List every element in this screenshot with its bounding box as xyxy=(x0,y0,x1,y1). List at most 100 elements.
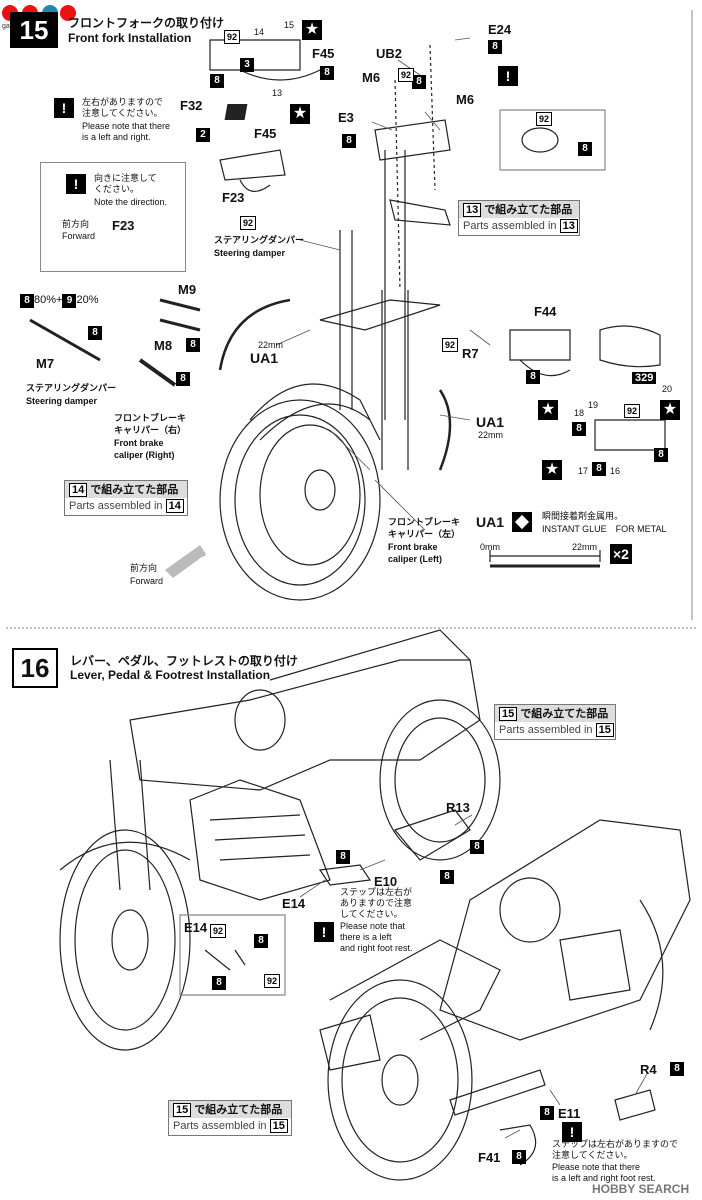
assembled-14-jp: で組み立てた部品 xyxy=(90,483,179,496)
code-329: 329 xyxy=(632,372,657,384)
drop-icon: ! xyxy=(314,922,334,942)
scale-22mm: 22mm xyxy=(572,542,598,552)
code-20: 20 xyxy=(662,384,673,394)
code-92: 92 xyxy=(624,404,640,418)
part-F45-top: F45 xyxy=(312,46,335,61)
forward2-en: Forward xyxy=(130,576,164,586)
brake-right-en1: Front brake xyxy=(114,438,164,448)
watermark-hobbysearch: HOBBY SEARCH xyxy=(592,1182,690,1196)
part-F32-shape xyxy=(224,104,248,120)
code-8: 8 xyxy=(320,66,334,80)
brake-left-en2: caliper (Left) xyxy=(388,554,443,564)
assembled-13-en: Parts assembled in xyxy=(463,220,557,232)
code-8: 8 xyxy=(254,934,268,948)
code-14: 14 xyxy=(254,27,265,37)
code-3: 3 xyxy=(240,58,254,72)
part-M8: M8 xyxy=(154,338,173,353)
part-UA1-right: UA1 xyxy=(476,414,505,430)
assembled-14-en: Parts assembled in xyxy=(69,500,163,512)
code-17: 17 xyxy=(578,466,589,476)
assembled-13-header: 13 で組み立てた部品 xyxy=(459,201,579,218)
brake-left-jp2: キャリパー（左） xyxy=(388,530,461,540)
code-8: 8 xyxy=(578,142,592,156)
brake-right-jp1: フロントブレーキ xyxy=(114,414,187,424)
brake-right-en2: caliper (Right) xyxy=(114,450,175,460)
step15-title-jp: フロントフォークの取り付け xyxy=(68,16,225,30)
part-F41: F41 xyxy=(478,1150,501,1165)
code-8: 8 xyxy=(540,1106,554,1120)
step2-note-en2: is a left and right foot rest. xyxy=(552,1173,656,1183)
part-R4: R4 xyxy=(640,1062,657,1077)
part-E3: E3 xyxy=(338,110,354,125)
step15-title-en: Front fork Installation xyxy=(68,31,192,45)
note-left-right-jp2: 注意してください。 xyxy=(82,109,163,119)
part-M7: M7 xyxy=(36,356,55,371)
assembled-14-header: 14 で組み立てた部品 xyxy=(65,481,187,498)
assembled-15b-ref: 15 xyxy=(269,1119,288,1133)
part-UB2: UB2 xyxy=(376,46,403,61)
paint-mix-a: 80% xyxy=(34,294,57,306)
part-F44: F44 xyxy=(534,304,557,319)
code-8: 8 xyxy=(526,370,540,384)
paint-mix-plus: + xyxy=(56,294,63,306)
star-icon: ★ xyxy=(538,400,558,420)
assembled-13-jp: で組み立てた部品 xyxy=(484,203,573,216)
code-19: 19 xyxy=(588,400,599,410)
assembled-from-14-box: 14 で組み立てた部品 Parts assembled in 14 xyxy=(64,480,188,516)
code-16: 16 xyxy=(610,466,621,476)
code-8: 8 xyxy=(20,294,34,308)
brake-left-en1: Front brake xyxy=(388,542,438,552)
part-F45-mid: F45 xyxy=(254,126,277,141)
drop-icon: ! xyxy=(498,66,518,86)
note-direction-jp1: 向きに注意して xyxy=(94,174,157,184)
assembled-14-ref: 14 xyxy=(165,499,184,513)
star-icon: ★ xyxy=(542,460,562,480)
assembled-15-header: 15 で組み立てた部品 xyxy=(495,705,615,722)
part-R13: R13 xyxy=(446,800,470,815)
direction-note-box xyxy=(40,162,186,272)
assembled-13-footer: Parts assembled in 13 xyxy=(459,218,579,235)
glue-jp: 瞬間接着剤金属用。 xyxy=(542,512,624,522)
paint-mix-b: 20% xyxy=(76,294,99,306)
assembled-15b-num: 15 xyxy=(173,1103,192,1117)
times-two-badge: ×2 xyxy=(610,544,632,564)
code-8: 8 xyxy=(670,1062,684,1076)
code-92: 92 xyxy=(442,338,458,352)
note-left-right-en2: is a left and right. xyxy=(82,132,151,142)
note-direction-jp2: ください。 xyxy=(94,185,140,195)
code-8: 8 xyxy=(440,870,454,884)
step16-title-jp: レバー、ペダル、フットレストの取り付け xyxy=(70,654,298,668)
part-UA1-left: UA1 xyxy=(250,350,279,366)
assembled-15b-header: 15 で組み立てた部品 xyxy=(169,1101,291,1118)
step16-title-en: Lever, Pedal & Footrest Installation xyxy=(70,668,271,682)
part-M9: M9 xyxy=(178,282,197,297)
code-8: 8 xyxy=(572,422,586,436)
code-8: 8 xyxy=(342,134,356,148)
glue-en: INSTANT GLUE FOR METAL xyxy=(542,524,667,534)
code-8: 8 xyxy=(186,338,200,352)
steering-damper2-en: Steering damper xyxy=(26,396,98,406)
code-8: 8 xyxy=(176,372,190,386)
assembled-15b-footer: Parts assembled in 15 xyxy=(169,1118,291,1135)
assembled-15-ref: 15 xyxy=(595,723,614,737)
part-F23-note: F23 xyxy=(112,218,135,233)
assembled-13-num: 13 xyxy=(463,203,482,217)
step-note-jp3: してください。 xyxy=(340,910,403,920)
code-8: 8 xyxy=(488,40,502,54)
drop-icon: ! xyxy=(54,98,74,118)
code-2: 2 xyxy=(196,128,210,142)
note-direction-en: Note the direction. xyxy=(94,197,168,207)
step2-note-jp1: ステップは左右がありますので xyxy=(552,1140,679,1150)
star-icon: ★ xyxy=(660,400,680,420)
code-8: 8 xyxy=(336,850,350,864)
glue-diamond-icon xyxy=(512,512,532,532)
code-15: 15 xyxy=(284,20,295,30)
code-8: 8 xyxy=(212,976,226,990)
assembled-14-footer: Parts assembled in 14 xyxy=(65,498,187,515)
code-92: 92 xyxy=(264,974,280,988)
part-E10: E10 xyxy=(374,874,398,889)
assembled-from-13-box: 13 で組み立てた部品 Parts assembled in 13 xyxy=(458,200,580,236)
part-F32: F32 xyxy=(180,98,203,113)
part-R7: R7 xyxy=(462,346,479,361)
